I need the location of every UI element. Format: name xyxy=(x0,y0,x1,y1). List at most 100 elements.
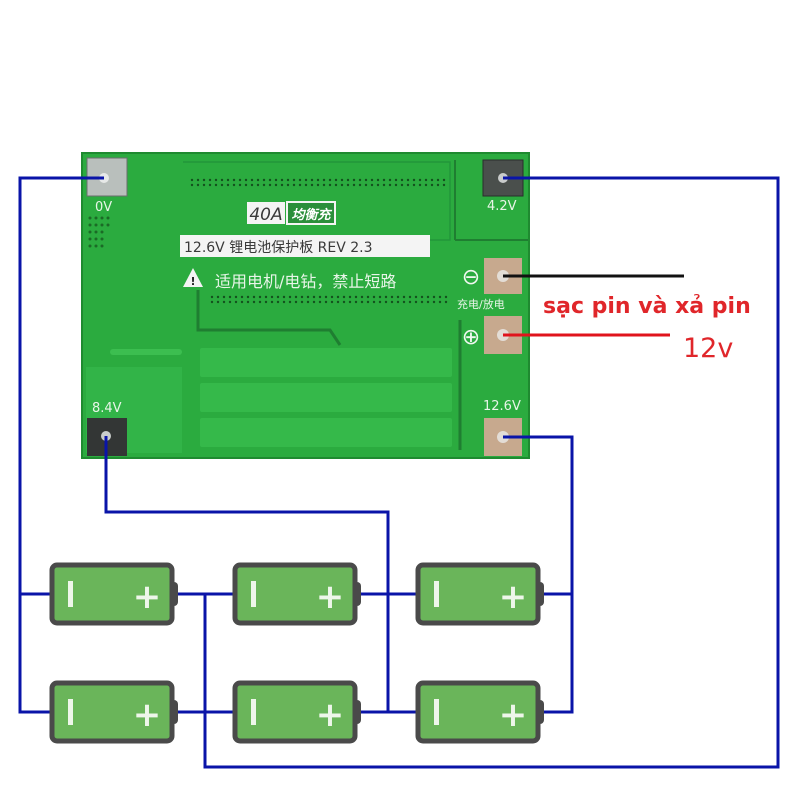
via-dot xyxy=(400,183,404,187)
via-dot xyxy=(352,178,356,182)
via-dot xyxy=(418,178,422,182)
warning-icon-mark: ! xyxy=(190,275,195,288)
via-dot xyxy=(292,183,296,187)
via-dot xyxy=(378,295,382,299)
battery-body xyxy=(415,562,541,626)
via-dot xyxy=(324,295,328,299)
via-dot xyxy=(196,183,200,187)
annotation-charge-discharge: sạc pin và xả pin xyxy=(543,294,751,319)
via-dot xyxy=(286,178,290,182)
pad-12-6v-label: 12.6V xyxy=(483,399,521,414)
via-dot xyxy=(298,178,302,182)
via-dot xyxy=(376,183,380,187)
charge-discharge-label: 充电/放电 xyxy=(457,297,505,311)
battery-negative-mark xyxy=(251,699,256,725)
pcb-mosfet-pad xyxy=(200,418,452,447)
battery-cell: + xyxy=(232,680,361,744)
wire-12-6v xyxy=(503,435,574,714)
via-dot xyxy=(306,295,310,299)
via-dot xyxy=(258,300,262,304)
via-dot xyxy=(262,178,266,182)
via-dot xyxy=(348,300,352,304)
via-dot xyxy=(268,178,272,182)
battery-negative-mark xyxy=(434,581,439,607)
via-dot xyxy=(354,300,358,304)
rating-label: 40A xyxy=(249,205,282,225)
pad-4-2v-label: 4.2V xyxy=(487,199,517,214)
via-dot xyxy=(406,183,410,187)
via-dot xyxy=(294,300,298,304)
via-dot xyxy=(328,183,332,187)
via-dot xyxy=(336,300,340,304)
via-dot xyxy=(336,295,340,299)
via-dot xyxy=(232,183,236,187)
via-dot xyxy=(300,300,304,304)
battery-negative-mark xyxy=(251,581,256,607)
via-dot xyxy=(240,300,244,304)
via-dot xyxy=(418,183,422,187)
via-dot xyxy=(210,300,214,304)
via-dot xyxy=(436,178,440,182)
battery-negative-mark xyxy=(68,581,73,607)
via-dot xyxy=(318,295,322,299)
via-dot xyxy=(274,178,278,182)
via-dot xyxy=(340,183,344,187)
pad-12-6v: 12.6V xyxy=(483,399,522,456)
via-dot xyxy=(256,183,260,187)
battery-positive-mark: + xyxy=(316,577,345,617)
via-dot xyxy=(396,300,400,304)
via-dot xyxy=(402,295,406,299)
via-dot xyxy=(328,178,332,182)
via-dot xyxy=(316,178,320,182)
via-dot xyxy=(342,300,346,304)
via-dot xyxy=(438,300,442,304)
title-label-box xyxy=(180,235,430,257)
via-dot xyxy=(346,183,350,187)
warning-text: 适用电机/电钻，禁止短路 xyxy=(215,272,396,291)
pcb-via-row-mid xyxy=(210,295,448,304)
via-dot xyxy=(384,295,388,299)
via-dot xyxy=(234,300,238,304)
via-dot xyxy=(376,178,380,182)
pad-8-4v-label: 8.4V xyxy=(92,401,122,416)
via-dot xyxy=(348,295,352,299)
via-dot xyxy=(298,183,302,187)
via-dot xyxy=(310,178,314,182)
wiring xyxy=(18,176,780,769)
via-dot xyxy=(226,178,230,182)
via-dot xyxy=(382,183,386,187)
via-dot xyxy=(432,300,436,304)
via-dot xyxy=(390,295,394,299)
via-dot xyxy=(420,300,424,304)
battery-cell: + xyxy=(415,562,544,626)
rating-label-box xyxy=(247,202,285,224)
pad-4-2v: 4.2V xyxy=(482,159,524,214)
via-dot xyxy=(282,295,286,299)
via-dot xyxy=(216,295,220,299)
via-dot xyxy=(276,295,280,299)
plus-icon: ⊕ xyxy=(462,325,480,350)
via-dot xyxy=(202,183,206,187)
via-dot xyxy=(208,183,212,187)
wire-4-2v xyxy=(203,176,780,769)
via-dot xyxy=(354,295,358,299)
via-dot xyxy=(256,178,260,182)
via-dot xyxy=(382,178,386,182)
via-dot xyxy=(280,178,284,182)
via-dot xyxy=(264,300,268,304)
battery-body xyxy=(49,680,175,744)
battery-cell: + xyxy=(49,562,178,626)
via-dot xyxy=(426,300,430,304)
via-dot xyxy=(222,300,226,304)
via-dot xyxy=(228,295,232,299)
via-dot xyxy=(396,295,400,299)
via-dot xyxy=(364,178,368,182)
battery-positive-mark: + xyxy=(316,695,345,735)
via-dot xyxy=(222,295,226,299)
via-dot xyxy=(306,300,310,304)
annotation-voltage: 12v xyxy=(683,333,733,364)
pcb-trace-pad xyxy=(110,349,182,355)
via-dot xyxy=(250,178,254,182)
via-dot xyxy=(370,178,374,182)
via-dot xyxy=(366,300,370,304)
